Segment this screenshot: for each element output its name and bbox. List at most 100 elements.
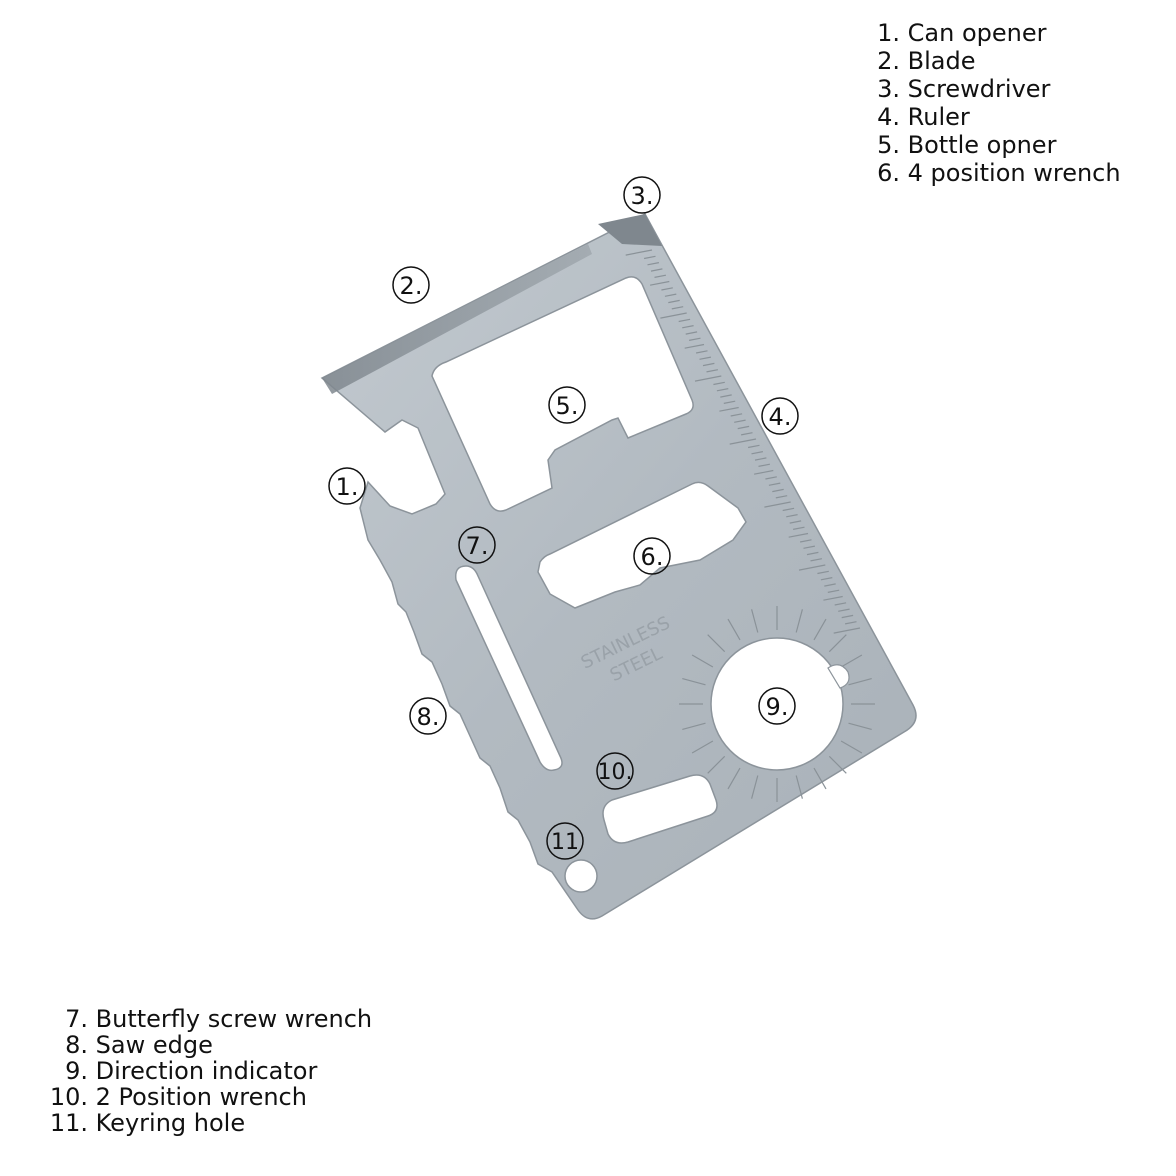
compass-tick	[840, 740, 863, 754]
ruler-tick	[625, 249, 653, 256]
ruler-tick	[798, 564, 826, 571]
legend-number: 7.	[65, 1005, 88, 1033]
ruler-tick	[764, 501, 791, 508]
compass-tick	[751, 609, 759, 633]
marker-1-label: 1.	[336, 473, 359, 501]
ruler-tick	[788, 532, 809, 538]
compass-tick	[727, 767, 741, 790]
legend-item: 1. Can opener	[874, 19, 1121, 47]
ruler-tick	[786, 514, 798, 518]
ruler-tick	[664, 293, 677, 297]
ruler-tick	[758, 463, 771, 467]
legend-item: 5. Bottle opner	[874, 131, 1121, 159]
legend-number: 2.	[877, 47, 900, 75]
ruler-tick	[647, 262, 660, 266]
compass-ticks	[679, 606, 875, 802]
ruler-tick	[799, 539, 812, 543]
legend-number: 4.	[877, 103, 900, 131]
ruler-tick	[734, 419, 746, 423]
marker-1: 1.	[328, 467, 366, 505]
ruler-tick	[649, 280, 670, 286]
ruler-tick	[688, 337, 701, 341]
marker-11: 11	[546, 822, 584, 860]
ruler-tick	[737, 425, 750, 430]
ruler-tick	[838, 608, 850, 612]
legend-number: 1.	[877, 19, 900, 47]
legend-item: 3. Screwdriver	[874, 75, 1121, 103]
ruler-tick	[661, 287, 673, 291]
legend-item: 7. Butterfly screw wrench	[44, 1006, 372, 1032]
marker-7-label: 7.	[466, 532, 489, 560]
legend-number: 3.	[877, 75, 900, 103]
ruler-tick	[827, 589, 840, 593]
ruler-tick	[810, 558, 823, 562]
ruler-tick	[702, 362, 715, 367]
ruler-tick	[685, 331, 698, 335]
ruler-tick	[753, 469, 774, 475]
marker-11-label: 11	[551, 830, 579, 855]
ruler-tick	[713, 381, 725, 386]
legend-number: 11.	[49, 1109, 88, 1137]
marker-9-label: 9.	[766, 693, 789, 721]
ruler-tick	[684, 343, 705, 349]
compass-tick	[848, 678, 872, 686]
compass-tick	[691, 654, 714, 668]
ruler-tick	[841, 614, 854, 619]
compass-tick	[691, 740, 714, 754]
ruler-tick	[806, 551, 819, 556]
marker-7: 7.	[458, 526, 496, 564]
ruler-tick	[671, 306, 684, 310]
ruler-tick	[719, 406, 739, 412]
ruler-tick	[678, 318, 691, 323]
compass-tick	[727, 618, 741, 641]
ruler-tick	[834, 602, 847, 606]
compass-tick	[848, 722, 872, 730]
legend-item: 4. Ruler	[874, 103, 1121, 131]
legend-label: Screwdriver	[907, 75, 1051, 103]
legend-label: Can opener	[907, 19, 1047, 47]
legend-item: 8. Saw edge	[44, 1032, 372, 1058]
ruler-tick	[706, 369, 719, 373]
ruler-tick	[740, 432, 753, 436]
ruler-tick	[792, 526, 805, 530]
ruler-tick	[817, 570, 829, 575]
compass-tick	[751, 775, 759, 799]
ruler-tick	[668, 299, 680, 304]
ruler-tick	[716, 388, 729, 392]
marker-6: 6.	[633, 537, 671, 575]
ruler-tick	[751, 451, 764, 455]
ruler-tick	[730, 413, 743, 417]
compass-tick	[813, 618, 827, 641]
legend-number: 8.	[65, 1031, 88, 1059]
marker-9: 9.	[758, 687, 796, 725]
screwdriver-tip	[598, 214, 662, 246]
ruler-tick	[650, 268, 663, 272]
compass-tick	[840, 654, 863, 668]
marker-6-label: 6.	[641, 543, 664, 571]
legend-item: 11. Keyring hole	[44, 1110, 372, 1136]
marker-8-label: 8.	[417, 703, 440, 731]
ruler-tick	[765, 476, 777, 480]
legend-label: Blade	[907, 47, 976, 75]
legend-label: Butterfly screw wrench	[95, 1005, 373, 1033]
legend-number: 5.	[877, 131, 900, 159]
compass-tick	[795, 609, 803, 633]
marker-8: 8.	[409, 697, 447, 735]
ruler-tick	[682, 325, 694, 329]
ruler-tick	[833, 627, 861, 634]
compass-tick	[682, 678, 706, 686]
legend-number: 10.	[49, 1083, 88, 1111]
compass-tick	[707, 634, 726, 653]
legend-number: 9.	[65, 1057, 88, 1085]
ruler-tick	[844, 621, 857, 625]
legend-label: Ruler	[907, 103, 970, 131]
ruler-tick	[824, 583, 836, 587]
ruler-tick	[695, 350, 708, 354]
ruler-tick	[754, 457, 767, 461]
compass-tick	[813, 767, 827, 790]
compass-tick	[828, 634, 847, 653]
marker-4: 4.	[761, 397, 799, 435]
ruler-tick	[803, 545, 816, 549]
compass-tick	[707, 755, 726, 774]
marker-5: 5.	[548, 386, 586, 424]
